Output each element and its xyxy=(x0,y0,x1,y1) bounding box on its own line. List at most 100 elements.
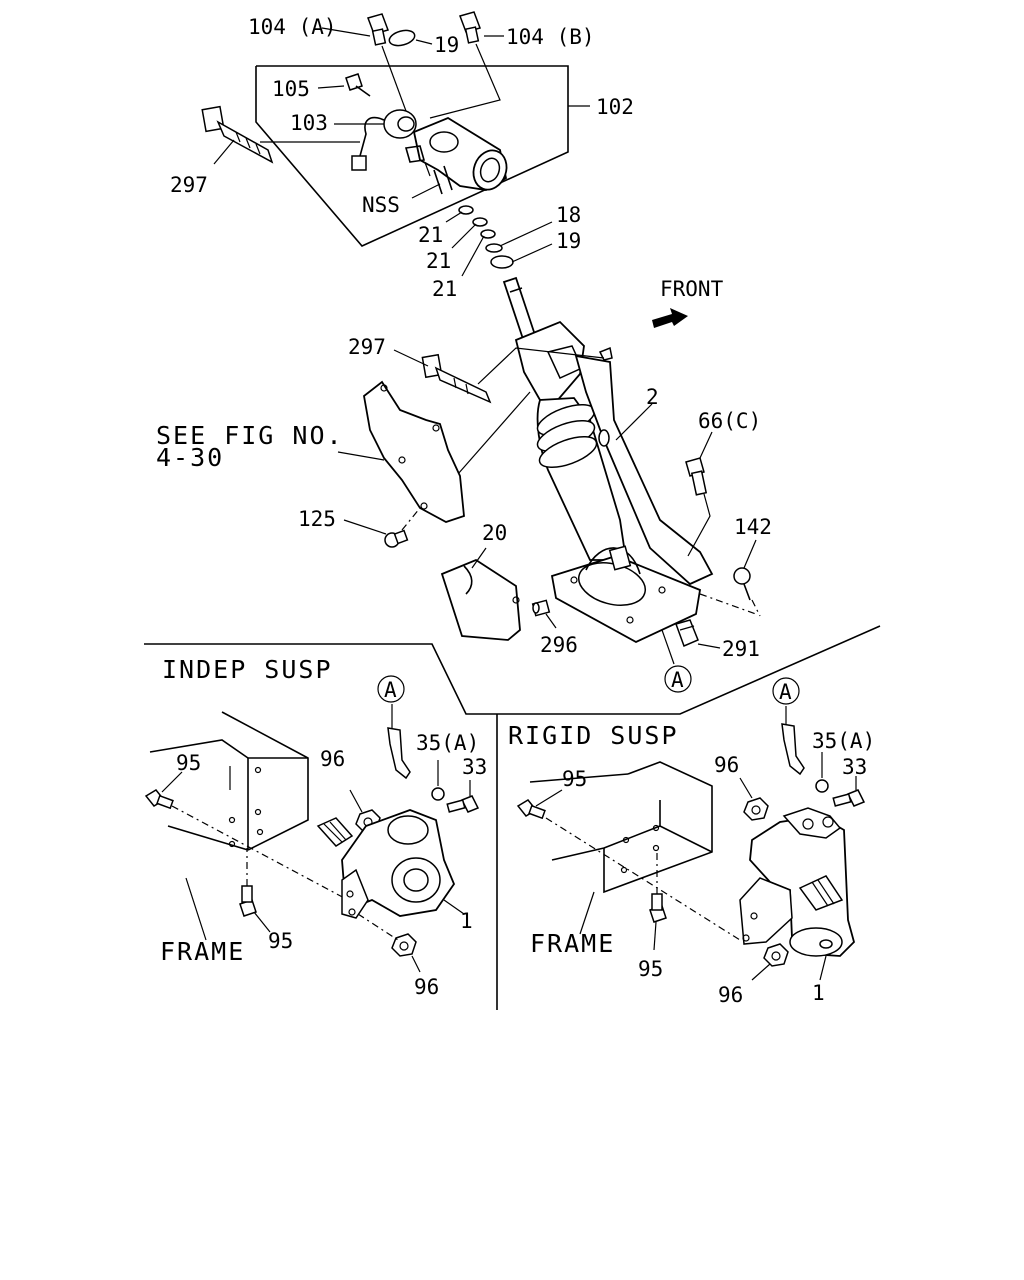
leader-19-top xyxy=(415,39,433,45)
bolt-33-rigid[interactable] xyxy=(832,789,866,807)
ref-marker-a-indep xyxy=(377,675,405,703)
screw-142[interactable] xyxy=(733,567,751,601)
ref-marker-a-main xyxy=(664,665,692,693)
bolt-95-indep-left[interactable] xyxy=(144,789,174,810)
axis-104b xyxy=(429,43,501,119)
label-21-c: 21 xyxy=(432,277,457,301)
label-142: 142 xyxy=(734,515,772,539)
lock-housing[interactable] xyxy=(404,116,512,195)
label-19-top: 19 xyxy=(434,33,459,57)
ref-marker-a-rigid xyxy=(772,677,800,705)
label-33-rigid: 33 xyxy=(842,755,867,779)
leader-125 xyxy=(343,519,387,535)
band-297-top[interactable] xyxy=(201,105,274,164)
label-102: 102 xyxy=(596,95,634,119)
washer-35a-rigid[interactable] xyxy=(815,779,829,793)
nut-96-indep-bottom[interactable] xyxy=(391,933,417,957)
label-frame-rigid: FRAME xyxy=(530,929,615,958)
section-divider-top xyxy=(144,625,881,715)
arm-35a-indep-left[interactable] xyxy=(387,727,411,780)
washer-35a-indep[interactable] xyxy=(431,787,445,801)
label-95-indep-left: 95 xyxy=(176,751,201,775)
axis-96-indep-bottom xyxy=(357,913,399,941)
washer-21-c[interactable] xyxy=(480,229,496,239)
leader-21-c xyxy=(461,235,485,277)
label-indep-susp: INDEP SUSP xyxy=(162,655,333,684)
bolt-104b[interactable] xyxy=(459,11,481,44)
clip-291[interactable] xyxy=(675,619,699,648)
leader-105 xyxy=(317,85,345,89)
cover-20[interactable] xyxy=(440,558,521,641)
label-21-a: 21 xyxy=(418,223,443,247)
frame-indep[interactable] xyxy=(149,711,309,851)
rigid-susp-group xyxy=(516,677,866,981)
leader-20 xyxy=(471,547,487,569)
label-96-indep-top: 96 xyxy=(320,747,345,771)
leader-2 xyxy=(615,403,653,441)
nut-96-rigid-top[interactable] xyxy=(743,797,769,821)
screw-105[interactable] xyxy=(345,73,371,97)
leader-96-indep-top xyxy=(349,789,363,813)
label-a-indep: A xyxy=(384,678,397,702)
leader-18 xyxy=(499,221,553,247)
arm-35a-rigid[interactable] xyxy=(781,723,805,776)
leader-142 xyxy=(743,539,757,569)
bracket-see-fig-4-30[interactable] xyxy=(363,380,465,523)
leader-95-rigid-bottom xyxy=(653,921,657,951)
leader-104a xyxy=(321,27,371,37)
ring-19-mid[interactable] xyxy=(490,255,514,269)
axis-66c xyxy=(687,493,711,557)
washer-21-b[interactable] xyxy=(472,217,488,227)
label-rigid-susp: RIGID SUSP xyxy=(508,721,679,750)
label-see-fig-line1: SEE FIG NO. xyxy=(156,421,344,450)
label-297-mid: 297 xyxy=(348,335,386,359)
leader-1-indep xyxy=(443,899,465,915)
label-19-mid: 19 xyxy=(556,229,581,253)
assembly-102-boundary xyxy=(255,65,569,247)
leader-291 xyxy=(697,643,721,649)
leader-frame-rigid xyxy=(579,891,595,935)
leader-96-rigid-bottom xyxy=(751,963,771,981)
bolt-66c[interactable] xyxy=(685,457,708,496)
gear-box-1-indep[interactable] xyxy=(316,809,456,919)
label-a-main: A xyxy=(671,668,684,692)
label-95-indep-bottom: 95 xyxy=(268,929,293,953)
bolt-125[interactable] xyxy=(384,529,409,548)
leader-95-indep-left xyxy=(161,771,183,793)
column-2[interactable] xyxy=(514,320,714,586)
label-1-indep: 1 xyxy=(460,909,473,933)
washer-18[interactable] xyxy=(485,243,503,253)
leader-21-b xyxy=(451,223,477,249)
nut-96-rigid-bottom[interactable] xyxy=(763,943,789,967)
label-96-rigid-bottom: 96 xyxy=(718,983,743,1007)
frame-rigid[interactable] xyxy=(529,761,713,894)
indep-susp-group xyxy=(144,675,480,973)
leader-297-mid xyxy=(393,349,429,367)
bolt-33-indep[interactable] xyxy=(446,795,480,813)
gear-box-1-rigid[interactable] xyxy=(739,807,856,957)
band-297-mid[interactable] xyxy=(421,353,492,404)
label-a-rigid: A xyxy=(779,680,792,704)
label-35a-indep: 35(A) xyxy=(416,731,479,755)
steering-shaft[interactable] xyxy=(502,276,538,344)
axis-142-b xyxy=(699,593,757,615)
clip-296[interactable] xyxy=(531,599,551,617)
label-20: 20 xyxy=(482,521,507,545)
leader-96-rigid-top xyxy=(739,777,753,799)
washer-21-a[interactable] xyxy=(458,205,474,215)
switch-103[interactable] xyxy=(351,109,417,171)
label-104a: 104 (A) xyxy=(248,15,337,39)
front-arrow-icon xyxy=(652,308,688,328)
label-1-rigid: 1 xyxy=(812,981,825,1005)
ring-19-top[interactable] xyxy=(388,28,417,48)
axis-125 xyxy=(401,507,421,531)
column-base-plate[interactable] xyxy=(550,545,702,644)
axis-142 xyxy=(751,599,761,617)
bolt-95-rigid-left[interactable] xyxy=(516,799,546,820)
bolt-95-rigid-bottom[interactable] xyxy=(649,893,667,923)
bolt-95-indep-bottom[interactable] xyxy=(239,885,257,917)
label-296: 296 xyxy=(540,633,578,657)
label-96-indep-bottom: 96 xyxy=(414,975,439,999)
leader-66c xyxy=(699,431,713,459)
bolt-104a[interactable] xyxy=(367,13,389,46)
